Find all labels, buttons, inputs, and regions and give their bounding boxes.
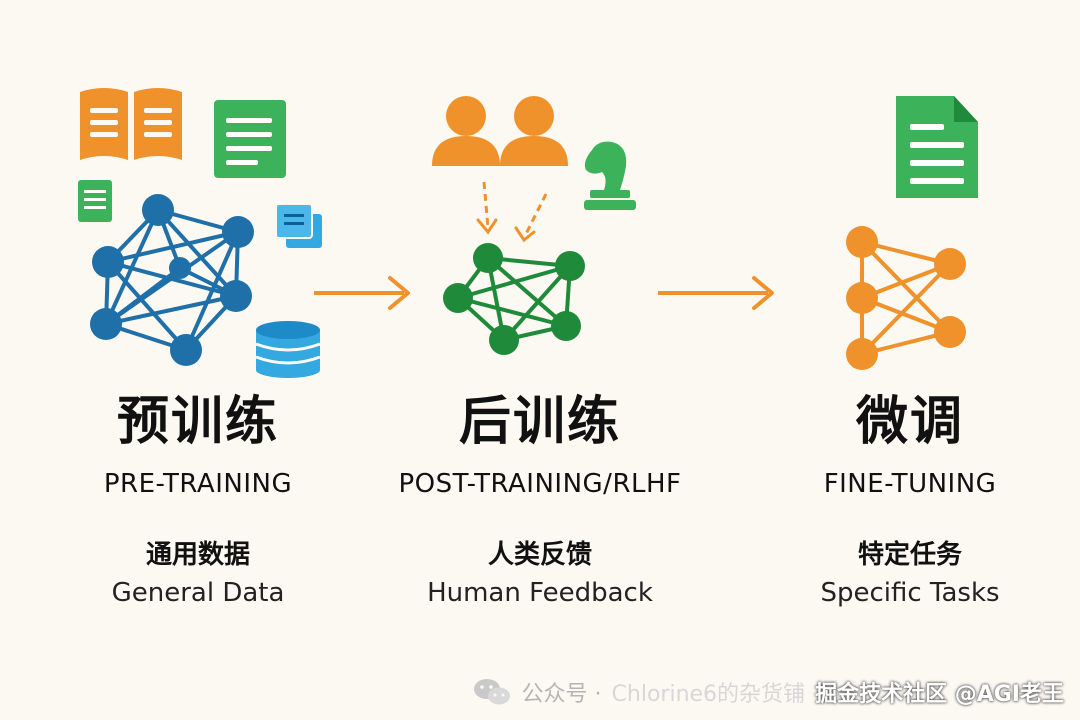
document-icon-large (896, 96, 978, 198)
stage-subtitle-zh: 通用数据 (145, 540, 250, 570)
stage-title-zh: 预训练 (116, 392, 279, 452)
feedback-arrows (482, 181, 548, 235)
neural-network-nodes-blue (90, 194, 254, 366)
arrowheads (476, 218, 536, 243)
stage-pretraining: 预训练 PRE-TRAINING 通用数据 General Data (28, 390, 368, 612)
arrow-right-icon (658, 276, 774, 310)
watermark-account: Chlorine6的杂货铺 (611, 682, 806, 707)
people-icon (432, 96, 568, 166)
stage-finetuning: 微调 FINE-TUNING 特定任务 Specific Tasks (740, 390, 1080, 612)
stage-posttraining: 后训练 POST-TRAINING/RLHF 人类反馈 Human Feedba… (370, 390, 710, 612)
stage-title-en: FINE-TUNING (823, 469, 997, 499)
stage-subtitle-zh: 特定任务 (857, 540, 962, 570)
stage-subtitle-en: Human Feedback (427, 578, 653, 608)
watermark: 公众号 · Chlorine6的杂货铺 掘金技术社区 @AGI老王 (472, 676, 1064, 708)
database-icon (255, 321, 321, 378)
stage-subtitle-en: General Data (111, 578, 285, 608)
arrow-right-icon (314, 276, 410, 310)
open-book-icon (80, 88, 182, 160)
watermark-community: 掘金技术社区 @AGI老王 (815, 682, 1064, 707)
stage-title-en: PRE-TRAINING (103, 469, 293, 499)
stage-subtitle-zh: 人类反馈 (487, 540, 592, 570)
small-document-icon (78, 180, 112, 222)
stage-title-zh: 后训练 (458, 392, 621, 452)
neural-network-icon-blue (104, 208, 240, 352)
neural-network-nodes-green (443, 243, 585, 355)
wechat-icon (473, 679, 510, 705)
neural-network-nodes-orange (846, 226, 966, 370)
stage-subtitle-en: Specific Tasks (820, 578, 1000, 608)
stage-title-zh: 微调 (855, 392, 964, 452)
chess-knight-icon (584, 141, 636, 210)
stage-title-en: POST-TRAINING/RLHF (398, 469, 682, 499)
cards-icon (275, 203, 322, 248)
watermark-prefix: 公众号 · (521, 682, 602, 707)
document-icon (214, 100, 286, 178)
